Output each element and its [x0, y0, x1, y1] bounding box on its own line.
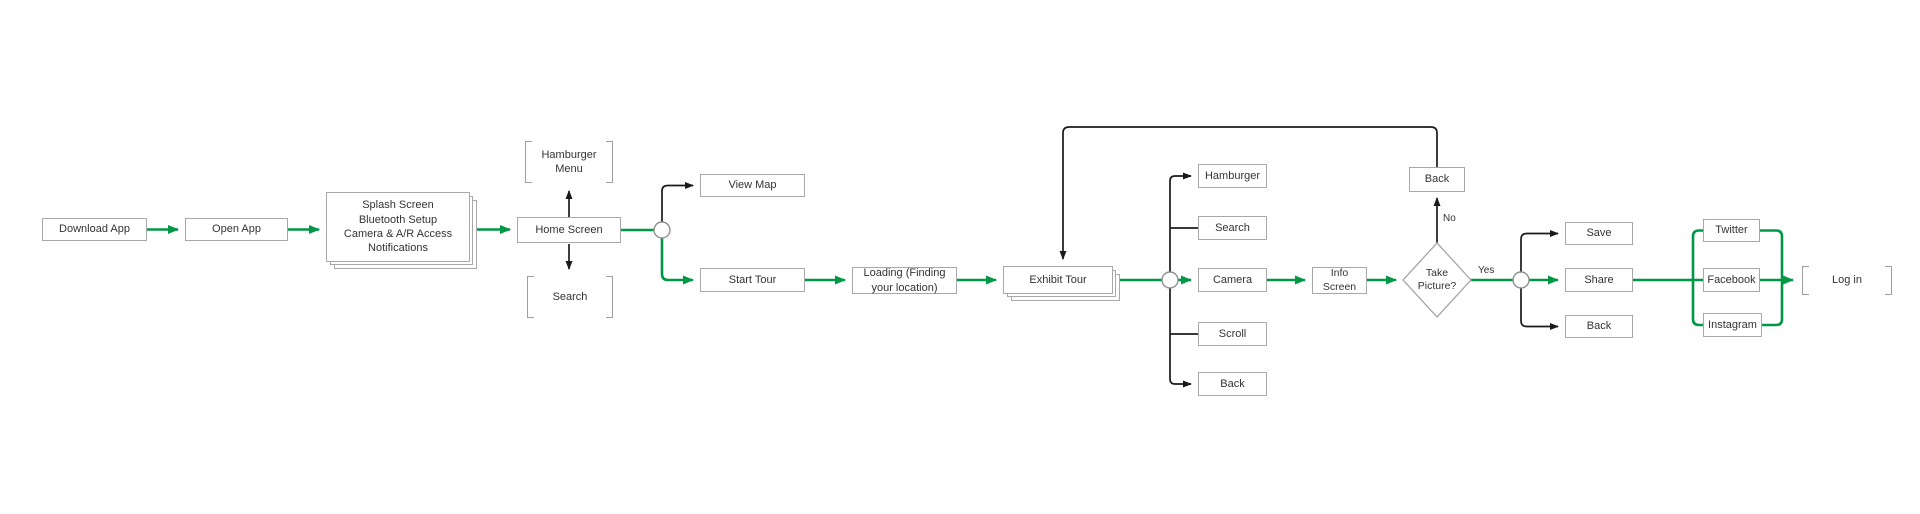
- connector-exhibit-branch: [1161, 271, 1179, 289]
- node-back-share: Back: [1565, 315, 1633, 338]
- node-info-screen: Info Screen: [1312, 267, 1367, 294]
- node-view-map: View Map: [700, 174, 805, 197]
- node-home-screen: Home Screen: [517, 217, 621, 243]
- decision-take-picture-label: Take Picture?: [1417, 266, 1457, 292]
- edge-rail-social-right: [1760, 229, 1784, 327]
- edge-branch-to-save: [1520, 230, 1559, 272]
- node-loading: Loading (Finding your location): [852, 267, 957, 294]
- node-scroll: Scroll: [1198, 322, 1267, 346]
- node-splash-screen: Splash Screen Bluetooth Setup Camera & A…: [326, 192, 477, 269]
- connector-picture-branch: [1512, 271, 1530, 289]
- node-facebook: Facebook: [1703, 268, 1760, 292]
- node-share: Share: [1565, 268, 1633, 292]
- node-open-app: Open App: [185, 218, 288, 241]
- node-download-app: Download App: [42, 218, 147, 241]
- edge-rail-to-back: [1169, 288, 1192, 388]
- edge-branch-to-starttour: [660, 238, 694, 285]
- node-twitter: Twitter: [1703, 219, 1760, 242]
- edge-label-yes: Yes: [1478, 265, 1495, 276]
- edge-branch-to-viewmap: [661, 182, 694, 222]
- node-camera: Camera: [1198, 268, 1267, 292]
- node-save: Save: [1565, 222, 1633, 245]
- node-log-in: Log in: [1802, 266, 1892, 295]
- connector-home-branch: [653, 221, 671, 239]
- node-hamburger-menu-option: Hamburger Menu: [525, 141, 613, 183]
- edge-rail-to-hamburger: [1169, 172, 1192, 272]
- node-back-exhibit: Back: [1198, 372, 1267, 396]
- edge-rail-social-left: [1691, 229, 1703, 327]
- edge-label-no: No: [1443, 213, 1456, 224]
- node-search-option: Search: [527, 276, 613, 318]
- decision-take-picture: [1402, 242, 1472, 318]
- node-back-loop: Back: [1409, 167, 1465, 192]
- edge-branch-to-backshare: [1520, 288, 1559, 330]
- node-instagram: Instagram: [1703, 313, 1762, 337]
- node-search: Search: [1198, 216, 1267, 240]
- node-start-tour: Start Tour: [700, 268, 805, 292]
- node-hamburger: Hamburger: [1198, 164, 1267, 188]
- edge-back-loop-to-exhibit: [1059, 126, 1438, 260]
- node-exhibit-tour: Exhibit Tour: [1003, 266, 1120, 301]
